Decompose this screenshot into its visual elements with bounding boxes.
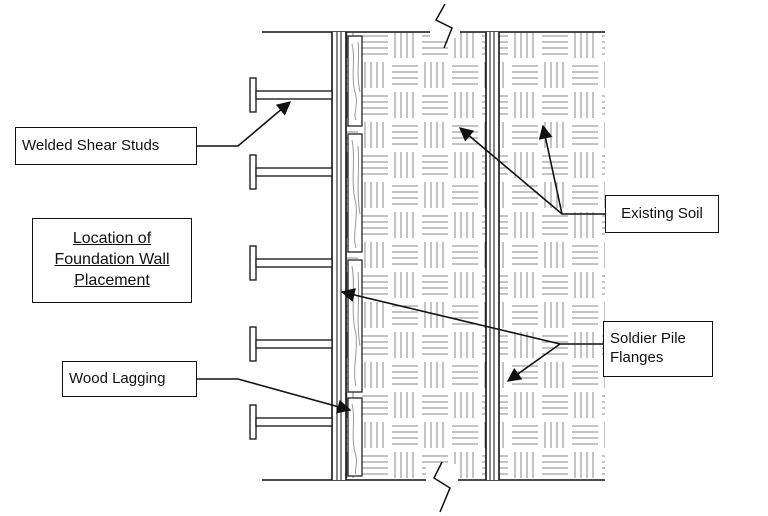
soldier-pile-text-2: Flanges xyxy=(610,349,664,366)
wood-lagging-label: Wood Lagging xyxy=(62,361,197,397)
wood-lagging-text: Wood Lagging xyxy=(69,369,166,387)
top-break-mark xyxy=(430,3,460,49)
foundation-wall-title: Location of Foundation Wall Placement xyxy=(32,218,192,303)
soldier-pile-flange-left xyxy=(331,32,347,480)
welded-shear-studs-label: Welded Shear Studs xyxy=(15,127,197,165)
soil-region-outer xyxy=(499,32,605,480)
soil-region-inner xyxy=(346,32,486,480)
shear-stud xyxy=(249,245,333,281)
shear-stud xyxy=(249,77,333,113)
title-line-2: Foundation Wall xyxy=(54,251,170,269)
bottom-break-mark xyxy=(426,461,458,514)
wood-lagging-leader xyxy=(196,378,352,414)
shear-stud xyxy=(249,154,333,190)
shear-studs xyxy=(249,77,333,440)
title-line-3: Placement xyxy=(74,271,150,289)
existing-soil-text: Existing Soil xyxy=(621,204,703,222)
soldier-pile-leader-2 xyxy=(506,343,561,382)
soldier-pile-flanges-label: Soldier Pile Flanges xyxy=(603,321,713,377)
leader-arrows xyxy=(196,101,606,414)
shear-stud xyxy=(249,404,333,440)
welded-shear-studs-text: Welded Shear Studs xyxy=(22,136,160,154)
existing-soil-leader-2 xyxy=(538,124,563,215)
soldier-pile-text-1: Soldier Pile xyxy=(610,330,686,348)
shear-stud xyxy=(249,326,333,362)
title-line-1: Location of xyxy=(72,230,152,248)
existing-soil-label: Existing Soil xyxy=(605,195,719,233)
shear-studs-leader xyxy=(196,101,292,147)
lagging-board xyxy=(347,397,363,477)
soldier-pile-flange-right xyxy=(485,32,500,480)
